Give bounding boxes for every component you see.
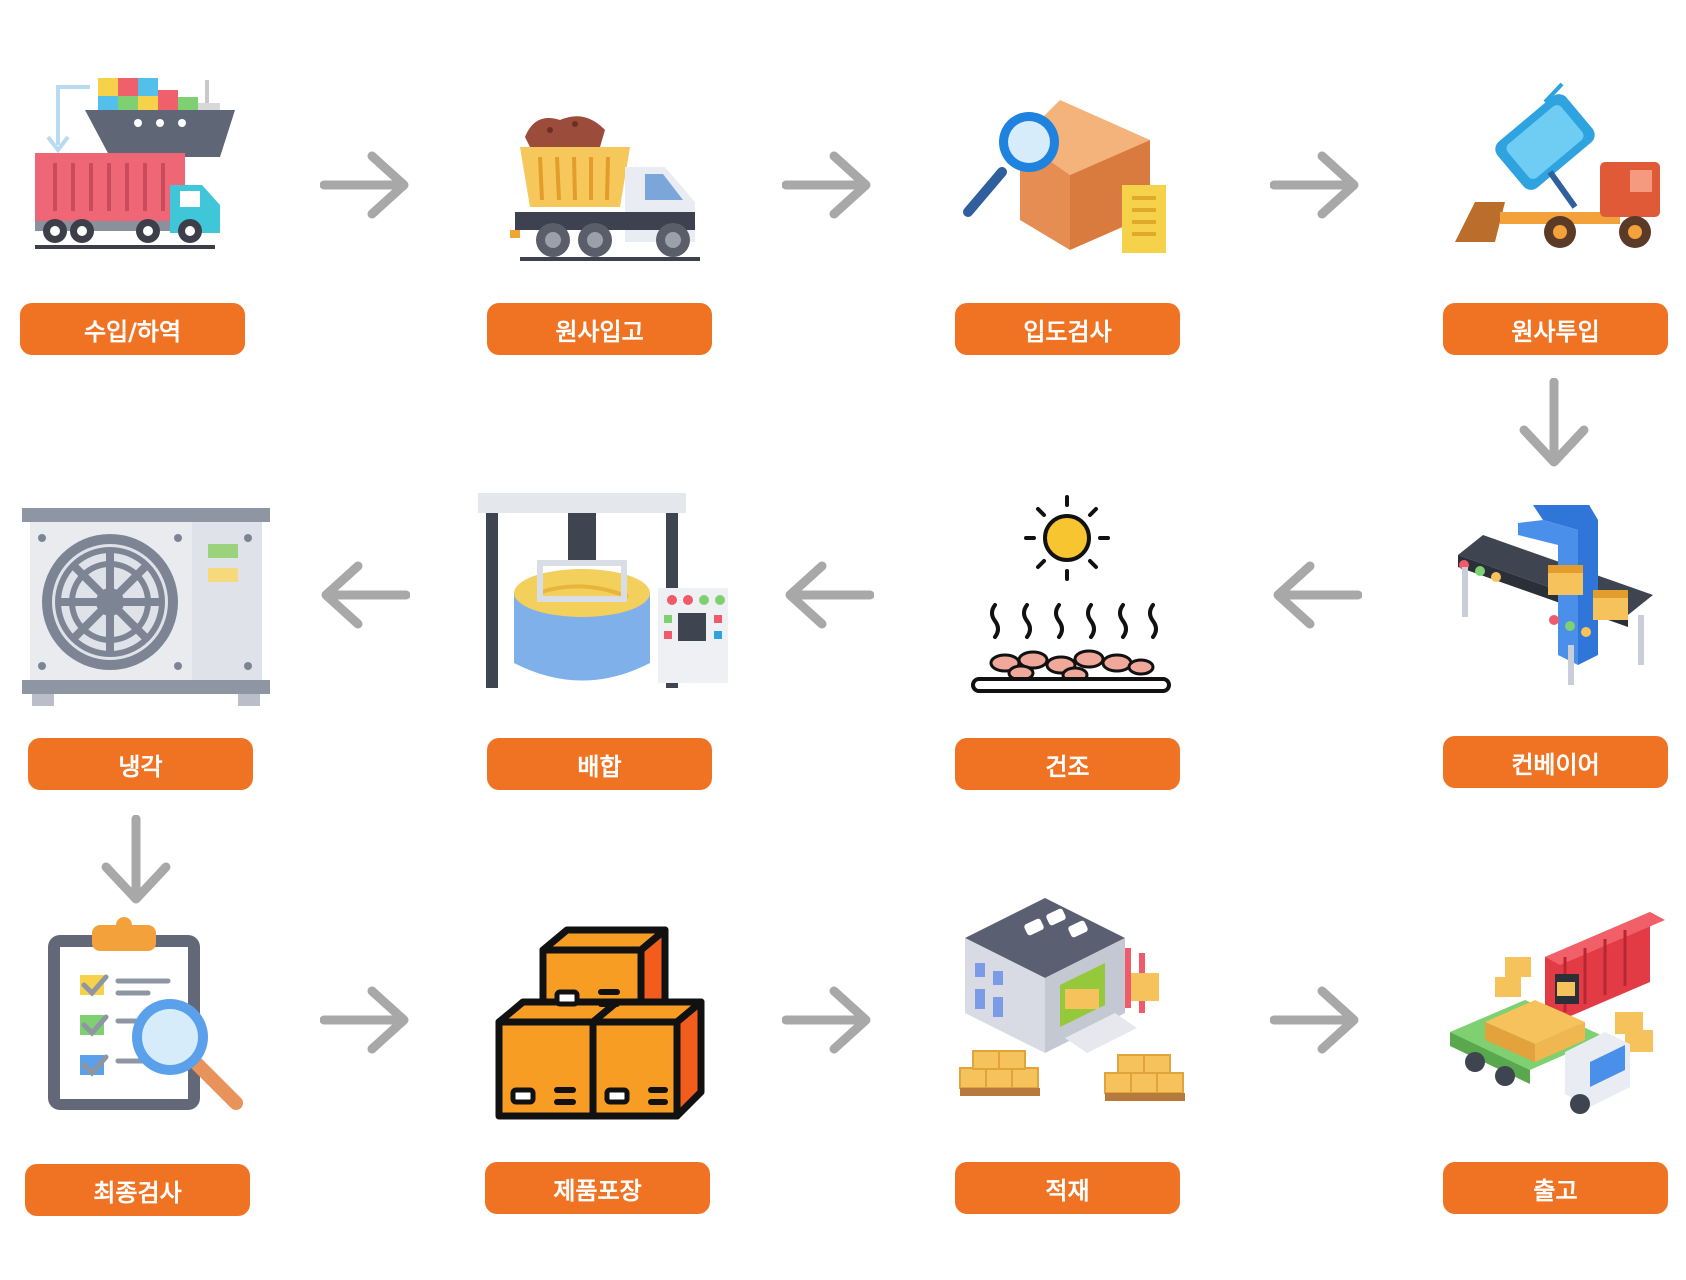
arrow-right-icon [1270, 151, 1359, 219]
step-label-yarn-input: 원사투입 [1443, 303, 1668, 355]
dump-loader-icon [1455, 82, 1660, 248]
step-label-stacking: 적재 [955, 1162, 1180, 1214]
arrow-down-icon [101, 815, 171, 904]
step-label-cooling: 냉각 [28, 738, 253, 790]
step-label-drying: 건조 [955, 738, 1180, 790]
cargo-ship-truck-icon [35, 78, 235, 249]
box-inspection-icon [963, 100, 1166, 253]
cooling-unit-icon [22, 508, 270, 706]
stacked-boxes-icon [495, 926, 705, 1120]
arrow-right-icon [320, 151, 409, 219]
step-label-shipping: 출고 [1443, 1162, 1668, 1214]
warehouse-loading-icon [959, 898, 1185, 1101]
step-label-packaging: 제품포장 [485, 1162, 710, 1214]
mixing-tank-icon [478, 493, 728, 688]
conveyor-scanner-icon [1458, 505, 1653, 685]
arrow-left-icon [785, 561, 874, 629]
dump-truck-icon [510, 116, 700, 261]
step-label-unloading: 수입/하역 [20, 303, 245, 355]
checklist-inspection-icon [48, 917, 243, 1110]
arrow-left-icon [321, 561, 410, 629]
sun-drying-icon [971, 495, 1171, 693]
arrow-left-icon [1273, 561, 1362, 629]
shipping-truck-icon [1450, 912, 1665, 1114]
arrow-right-icon [782, 986, 871, 1054]
arrow-right-icon [782, 151, 871, 219]
arrow-right-icon [1270, 986, 1359, 1054]
step-label-blending: 배합 [487, 738, 712, 790]
step-label-conveyor: 컨베이어 [1443, 736, 1668, 788]
arrow-right-icon [320, 986, 409, 1054]
step-label-yarn-receipt: 원사입고 [487, 303, 712, 355]
step-label-final-inspection: 최종검사 [25, 1164, 250, 1216]
arrow-down-icon [1519, 378, 1589, 467]
step-label-particle-inspection: 입도검사 [955, 303, 1180, 355]
